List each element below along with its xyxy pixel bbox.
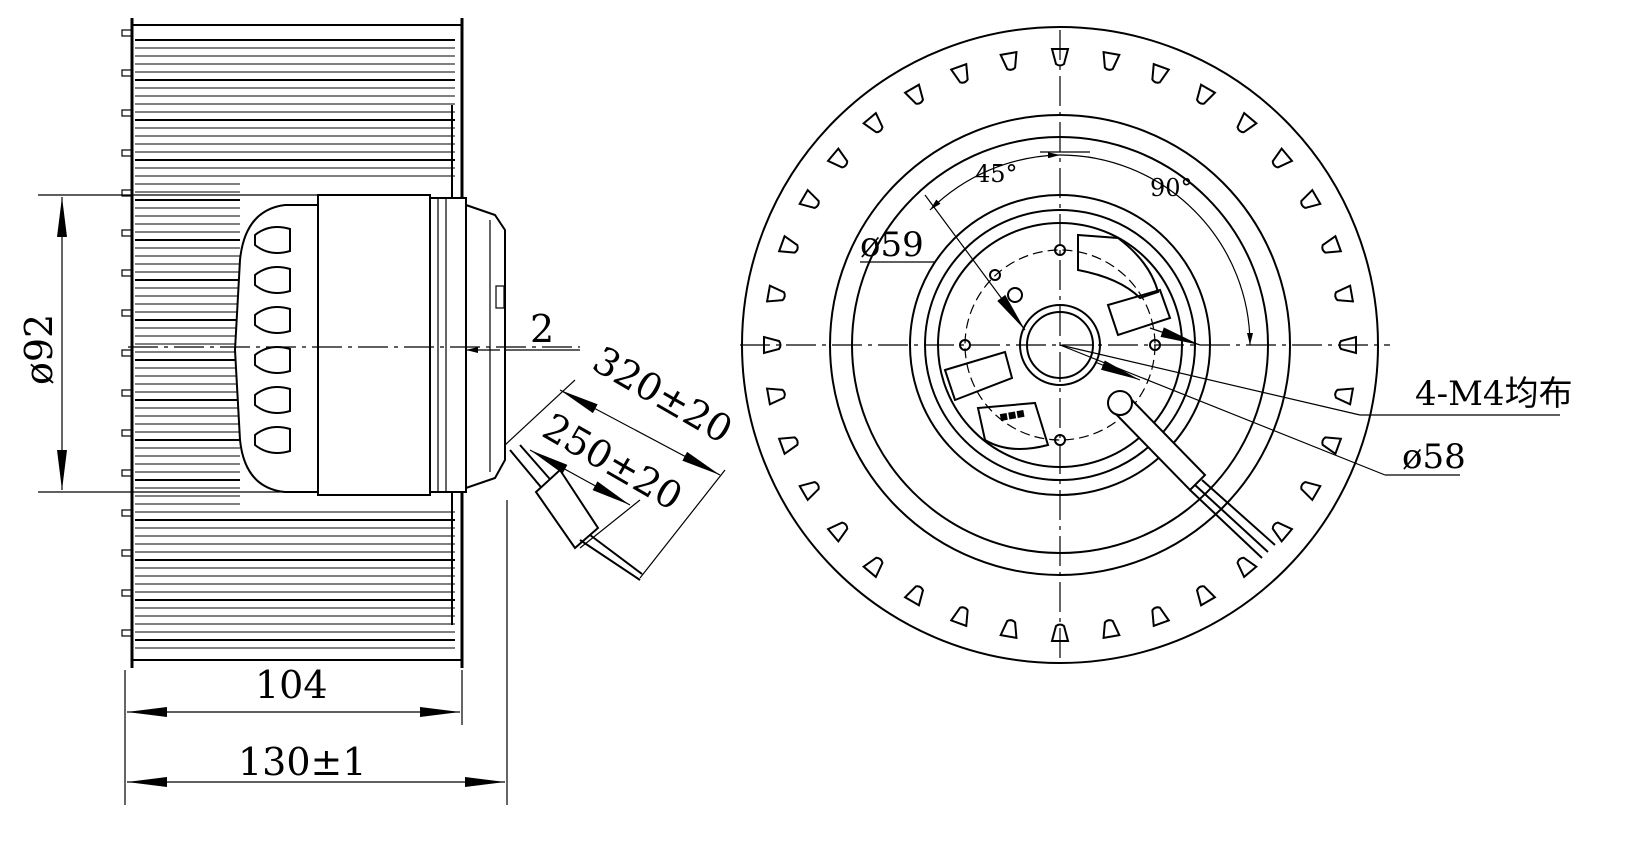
vent-hole [903,585,925,607]
dim-320-ext [639,469,726,579]
hub-slot [254,386,291,414]
dim-58-label: ø58 [1402,437,1466,477]
dim-320-line [559,389,721,476]
ground-mark [1007,287,1023,303]
front-cable-wires [1189,479,1276,559]
hub-slots [254,226,291,454]
motor-flange [429,197,467,493]
vent-hole [763,335,782,355]
dim-58-arrow [1094,360,1141,381]
dim-250-line [529,449,631,506]
vent-hole [1321,436,1343,456]
vent-hole [999,50,1018,71]
hub-slot [254,266,291,294]
vent-hole [1271,521,1294,544]
dim-320-ext [504,379,576,446]
vent-hole [1195,83,1217,105]
cable-wires [579,534,643,581]
dim-m4-label: 4-M4均布 [1415,374,1573,414]
vent-hole [826,146,849,169]
vent-hole [1300,188,1322,210]
dim-m4-line [1059,344,1361,416]
side-view: ø92 2 320±20 250±20 104 130±1 [17,18,740,805]
vent-hole [777,436,799,456]
dim-59-label: ø59 [860,225,924,265]
motor-shaft-cap [465,203,506,490]
motor-body [317,194,431,496]
label-plate-text: ■■■ [999,409,1026,423]
dim-250-ext [579,499,641,549]
window-top [1077,233,1160,300]
vent-hole [1151,606,1171,628]
vent-hole [765,284,786,303]
vent-hole [949,62,969,84]
impeller-blades [121,29,455,649]
hub-slot [254,226,291,254]
angle-45-arc [929,152,1061,211]
vent-hole [1334,284,1355,303]
vent-hole [903,83,925,105]
shaft-key [495,285,505,309]
vent-hole [765,387,786,406]
dim-2-label: 2 [530,307,554,351]
label-plate [976,401,1050,450]
window-right [1106,288,1172,337]
vent-hole [1236,111,1259,134]
dim-130-label: 130±1 [238,740,367,784]
angle-90-label: 90° [1150,174,1193,202]
vent-hole [798,480,820,502]
vent-holes [763,48,1357,642]
vent-hole [777,234,799,254]
front-cable-end [1107,390,1133,416]
vent-hole [999,619,1018,640]
mount-hole [1054,244,1066,256]
vent-hole [949,606,969,628]
vent-hole [1102,50,1121,71]
vent-hole [1321,234,1343,254]
angle-90-arc [1059,154,1253,346]
vent-hole [861,556,884,579]
dim-59-line [924,194,1026,331]
vent-hole [1195,585,1217,607]
window-left [943,350,1014,402]
vent-hole [1151,62,1171,84]
vent-hole [1271,146,1294,169]
dim-104-label: 104 [255,663,328,707]
angle-45-label: 45° [975,160,1018,188]
vent-hole [861,111,884,134]
hub-slot [254,426,291,454]
vent-hole [1300,480,1322,502]
vent-hole [826,521,849,544]
vent-hole [1334,387,1355,406]
front-view: ■■■ 45° 90° ø59 4-M4均布 ø58 [740,26,1573,664]
hub-slot [254,306,291,334]
vent-hole [1236,556,1259,579]
mount-hole [989,269,1001,281]
hub-slot [254,346,291,374]
vent-hole [798,188,820,210]
vent-hole [1102,619,1121,640]
dim-92-label: ø92 [17,314,61,385]
dim-m4-arrow [1149,327,1201,346]
